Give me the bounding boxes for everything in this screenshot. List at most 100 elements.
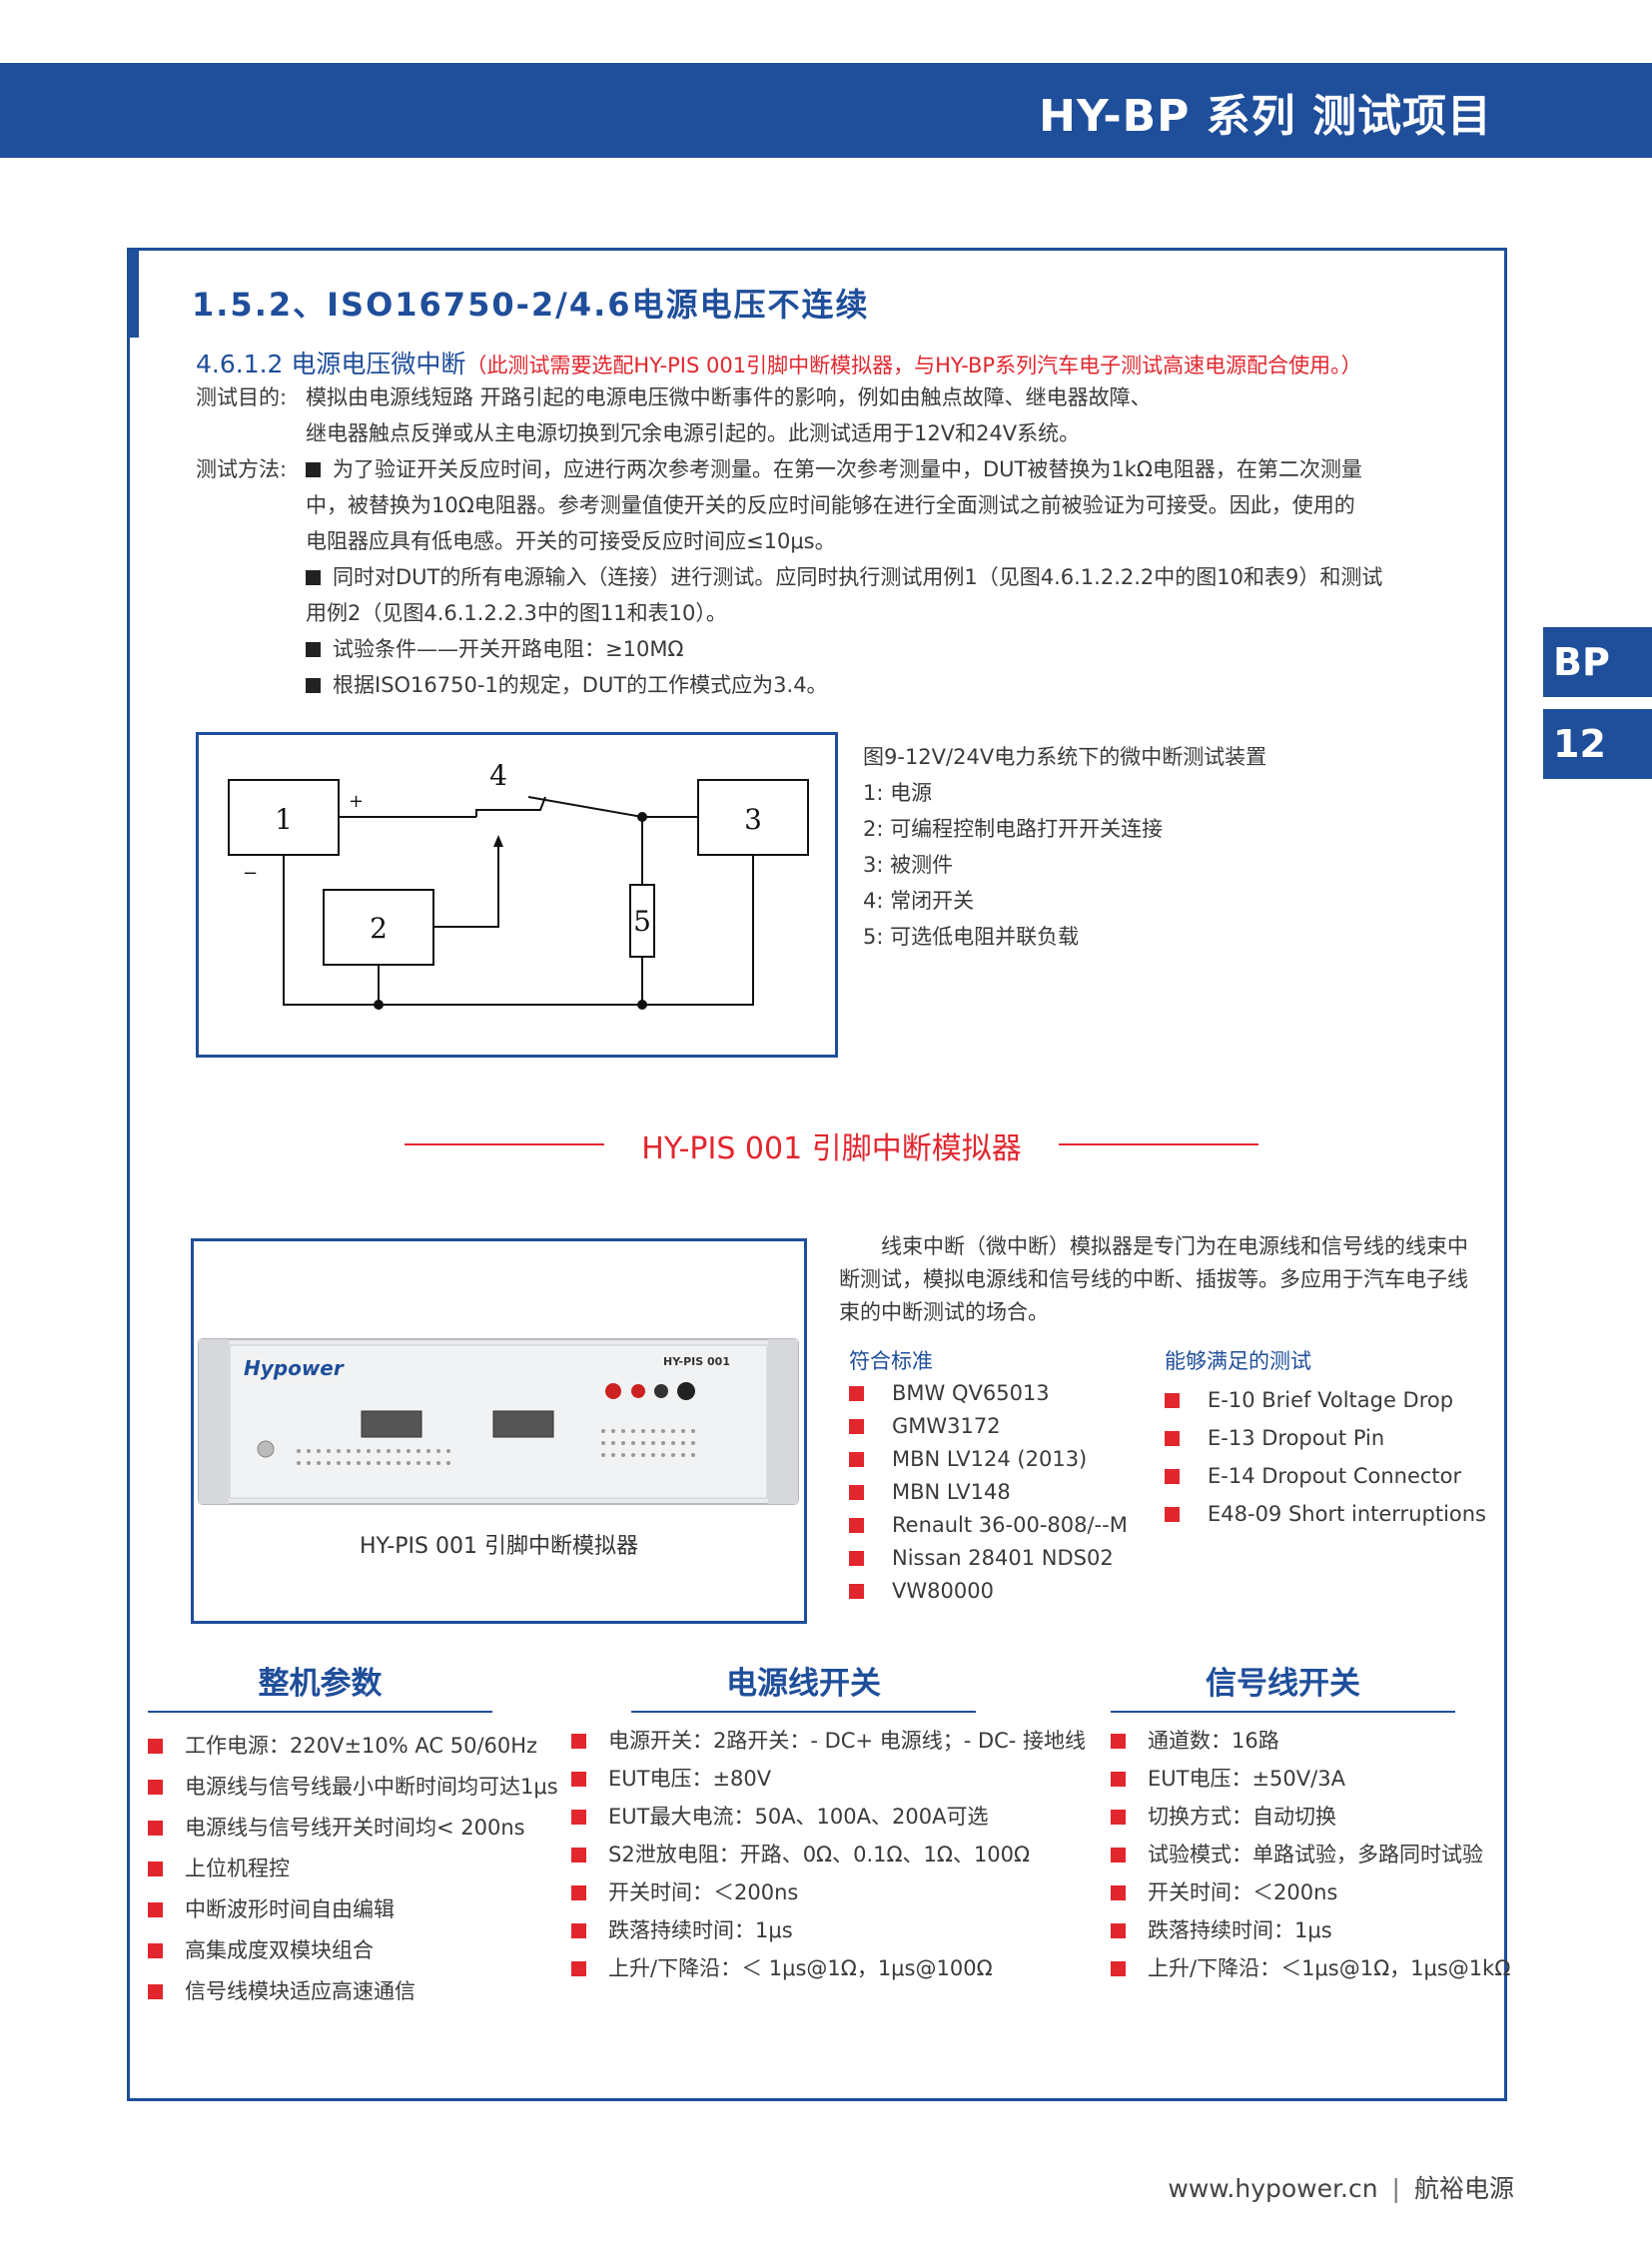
- method-item-2-line-2: 用例2（见图4.6.1.2.2.3中的图11和表10）。: [306, 601, 727, 625]
- bullet-square-icon: [1165, 1393, 1180, 1408]
- power-switch-list: 电源开关：2路开关：- DC+ 电源线；- DC- 接地线 EUT电压：±80V…: [571, 1722, 1086, 1987]
- bullet-square-icon: [306, 642, 321, 657]
- footer-separator: |: [1391, 2174, 1400, 2203]
- device-image: Hypower HY-PIS 001: [198, 1338, 799, 1505]
- bullet-square-icon: [849, 1452, 864, 1467]
- bullet-square-icon: [306, 462, 321, 477]
- method-item-3: 试验条件——开关开路电阻：≥10MΩ: [306, 631, 683, 667]
- label-minus: −: [243, 863, 258, 884]
- method-item-1-line-2: 中，被替换为10Ω电阻器。参考测量值使开关的反应时间能够在进行全面测试之前被验证…: [306, 493, 1355, 517]
- figure-item: 5: 可选低电阻并联负载: [863, 925, 1080, 949]
- tests-title: 能够满足的测试: [1165, 1349, 1311, 1373]
- frame-accent-bar: [127, 248, 139, 338]
- subsection-note: （此测试需要选配HY-PIS 001引脚中断模拟器，与HY-BP系列汽车电子测试…: [465, 354, 1362, 377]
- list-item: 工作电源：220V±10% AC 50/60Hz: [148, 1726, 558, 1767]
- product-description: 线束中断（微中断）模拟器是专门为在电源线和信号线的线束中断测试，模拟电源线和信号…: [839, 1234, 1468, 1324]
- list-item: EUT电压：±50V/3A: [1111, 1760, 1510, 1798]
- device-model-label: HY-PIS 001: [663, 1355, 730, 1368]
- subsection-title-text: 4.6.1.2 电源电压微中断: [196, 350, 466, 378]
- heading-rule-right: [1059, 1143, 1258, 1145]
- method-item-4: 根据ISO16750-1的规定，DUT的工作模式应为3.4。: [306, 667, 828, 703]
- list-item: GMW3172: [849, 1410, 1128, 1443]
- section-title: 1.5.2、ISO16750-2/4.6电源电压不连续: [192, 286, 870, 324]
- label-box-1: 1: [275, 803, 293, 836]
- bullet-square-icon: [148, 1902, 163, 1917]
- machine-params-list: 工作电源：220V±10% AC 50/60Hz 电源线与信号线最小中断时间均可…: [148, 1726, 558, 2012]
- method-label: 测试方法:: [196, 457, 288, 481]
- label-plus: +: [349, 791, 364, 812]
- list-item: 信号线模块适应高速通信: [148, 1971, 558, 2012]
- list-item: 高集成度双模块组合: [148, 1930, 558, 1971]
- switch-blade: [527, 796, 643, 818]
- list-item: MBN LV124 (2013): [849, 1443, 1128, 1476]
- circuit-diagram: 1 2 3 4 5 + −: [196, 732, 838, 1058]
- list-item: 跌落持续时间：1μs: [571, 1911, 1086, 1949]
- figure-item: 4: 常闭开关: [863, 889, 975, 913]
- label-box-3: 3: [744, 803, 762, 836]
- bullet-square-icon: [1111, 1961, 1126, 1976]
- method-item-1-line-3: 电阻器应具有低电感。开关的可接受反应时间应≤10μs。: [306, 529, 836, 553]
- method-item-3-text: 试验条件——开关开路电阻：≥10MΩ: [333, 637, 684, 661]
- power-switch-rule: [631, 1711, 976, 1713]
- footer: www.hypower.cn|航裕电源: [1168, 2169, 1514, 2205]
- machine-params-rule: [148, 1711, 492, 1713]
- footer-website-link[interactable]: www.hypower.cn: [1168, 2174, 1378, 2203]
- product-heading: HY-PIS 001 引脚中断模拟器: [641, 1131, 1022, 1166]
- page-header-title: HY-BP 系列 测试项目: [1039, 91, 1492, 142]
- bullet-square-icon: [1165, 1469, 1180, 1484]
- signal-switch-list: 通道数：16路 EUT电压：±50V/3A 切换方式：自动切换 试验模式：单路试…: [1111, 1722, 1510, 1987]
- list-item: 开关时间：＜200ns: [1111, 1873, 1510, 1911]
- product-image-frame: Hypower HY-PIS 001: [191, 1238, 807, 1624]
- heading-rule-left: [405, 1143, 604, 1145]
- header-band: [0, 63, 1652, 158]
- switch-contact: [475, 796, 546, 817]
- bullet-square-icon: [849, 1518, 864, 1533]
- bullet-square-icon: [571, 1734, 586, 1749]
- list-item: 跌落持续时间：1μs: [1111, 1911, 1510, 1949]
- purpose-label: 测试目的:: [196, 385, 288, 409]
- label-resistor: 5: [633, 905, 651, 938]
- bullet-square-icon: [148, 1943, 163, 1958]
- list-item: 上升/下降沿：＜1μs@1Ω，1μs@1kΩ: [1111, 1949, 1510, 1987]
- list-item: S2泄放电阻：开路、0Ω、0.1Ω、1Ω、100Ω: [571, 1836, 1086, 1873]
- bullet-square-icon: [571, 1885, 586, 1900]
- list-item: 中断波形时间自由编辑: [148, 1889, 558, 1930]
- signal-switch-rule: [1111, 1711, 1455, 1713]
- standards-list: BMW QV65013 GMW3172 MBN LV124 (2013) MBN…: [849, 1377, 1128, 1608]
- subsection-title: 4.6.1.2 电源电压微中断（此测试需要选配HY-PIS 001引脚中断模拟器…: [196, 345, 1362, 380]
- list-item: E-14 Dropout Connector: [1165, 1457, 1486, 1495]
- bullet-square-icon: [1165, 1507, 1180, 1522]
- list-item: 上位机程控: [148, 1849, 558, 1889]
- bullet-square-icon: [571, 1848, 586, 1863]
- signal-switch-title: 信号线开关: [1206, 1666, 1360, 1702]
- bullet-square-icon: [849, 1584, 864, 1599]
- side-tab-page-number: 12: [1543, 709, 1652, 779]
- list-item: Nissan 28401 NDS02: [849, 1542, 1128, 1575]
- figure-item: 1: 电源: [863, 781, 933, 805]
- bullet-square-icon: [148, 1862, 163, 1876]
- side-tab-section[interactable]: BP: [1543, 627, 1652, 697]
- bullet-square-icon: [148, 1984, 163, 1999]
- purpose-line-1: 模拟由电源线短路 开路引起的电源电压微中断事件的影响，例如由触点故障、继电器故障…: [306, 385, 1152, 409]
- figure-item: 2: 可编程控制电路打开开关连接: [863, 817, 1164, 841]
- tests-list: E-10 Brief Voltage Drop E-13 Dropout Pin…: [1165, 1381, 1486, 1533]
- power-switch-icon: [257, 1440, 275, 1458]
- method-item-1-line-1: 为了验证开关反应时间，应进行两次参考测量。在第一次参考测量中，DUT被替换为1k…: [333, 457, 1362, 481]
- bullet-square-icon: [1111, 1772, 1126, 1787]
- figure-title: 图9-12V/24V电力系统下的微中断测试装置: [863, 745, 1267, 769]
- bullet-square-icon: [849, 1485, 864, 1500]
- bullet-square-icon: [1111, 1810, 1126, 1825]
- machine-params-title: 整机参数: [258, 1666, 383, 1702]
- figure-item: 3: 被测件: [863, 853, 954, 877]
- list-item: 上升/下降沿：＜ 1μs@1Ω，1μs@100Ω: [571, 1949, 1086, 1987]
- list-item: BMW QV65013: [849, 1377, 1128, 1410]
- bullet-square-icon: [571, 1961, 586, 1976]
- bullet-square-icon: [849, 1419, 864, 1434]
- list-item: 电源开关：2路开关：- DC+ 电源线；- DC- 接地线: [571, 1722, 1086, 1760]
- list-item: 通道数：16路: [1111, 1722, 1510, 1760]
- bullet-square-icon: [571, 1810, 586, 1825]
- bullet-square-icon: [1165, 1431, 1180, 1446]
- list-item: E48-09 Short interruptions: [1165, 1495, 1486, 1533]
- method-item-4-text: 根据ISO16750-1的规定，DUT的工作模式应为3.4。: [333, 673, 828, 697]
- bullet-square-icon: [1111, 1734, 1126, 1749]
